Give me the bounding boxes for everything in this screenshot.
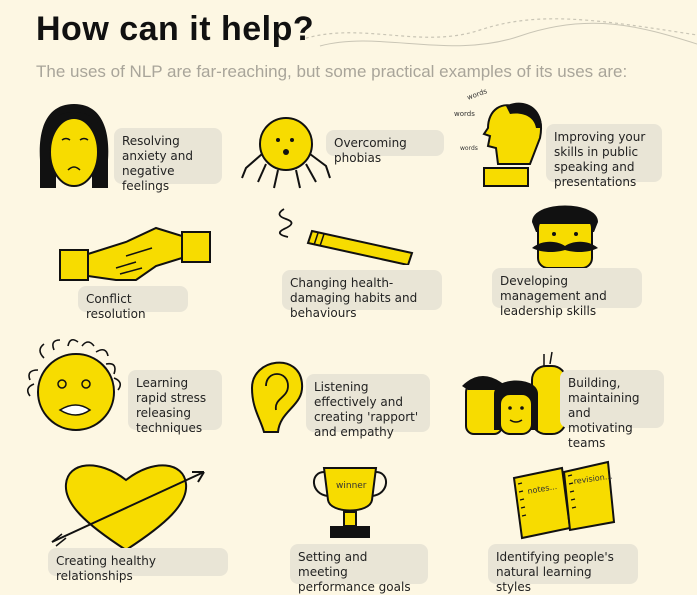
label-healthy-relationships: Creating healthy relationships xyxy=(48,548,228,583)
label-overcoming-phobias: Overcoming phobias xyxy=(326,130,444,165)
words-text-1: words xyxy=(454,110,475,118)
label-stress-techniques: Learning rapid stress releasing techniqu… xyxy=(128,370,222,435)
page-title: How can it help? xyxy=(36,10,315,48)
stressed-face-icon xyxy=(26,338,122,431)
cigarette-icon xyxy=(278,208,414,265)
spider-icon xyxy=(241,117,331,189)
worried-woman-icon xyxy=(39,104,109,188)
page-subtitle: The uses of NLP are far-reaching, but so… xyxy=(36,62,628,81)
label-resolving-anxiety: Resolving anxiety and negative feelings xyxy=(114,128,222,193)
label-health-habits: Changing health-damaging habits and beha… xyxy=(282,270,442,320)
words-text-3: words xyxy=(460,145,478,152)
label-learning-styles: Identifying people's natural learning st… xyxy=(488,544,638,594)
label-teams: Building, maintaining and motivating tea… xyxy=(560,370,664,450)
words-text-2: words xyxy=(466,88,489,102)
heart-arrow-icon xyxy=(51,464,205,552)
label-public-speaking: Improving your skills in public speaking… xyxy=(546,124,662,189)
decorative-lines xyxy=(299,18,697,47)
winner-text: winner xyxy=(336,481,367,491)
label-management-skills: Developing management and leadership ski… xyxy=(492,268,642,318)
label-performance-goals: Setting and meeting performance goals xyxy=(290,544,428,594)
notebooks-icon: notes... revision... xyxy=(512,460,616,540)
label-conflict-resolution: Conflict resolution xyxy=(78,286,188,321)
speaking-man-icon: words words words xyxy=(454,88,542,187)
handshake-icon xyxy=(59,226,211,281)
trophy-icon: winner xyxy=(313,467,387,538)
label-listening: Listening effectively and creating 'rapp… xyxy=(306,374,430,439)
mustache-man-icon xyxy=(532,205,598,269)
ear-icon xyxy=(250,361,304,433)
team-icon xyxy=(462,351,567,435)
